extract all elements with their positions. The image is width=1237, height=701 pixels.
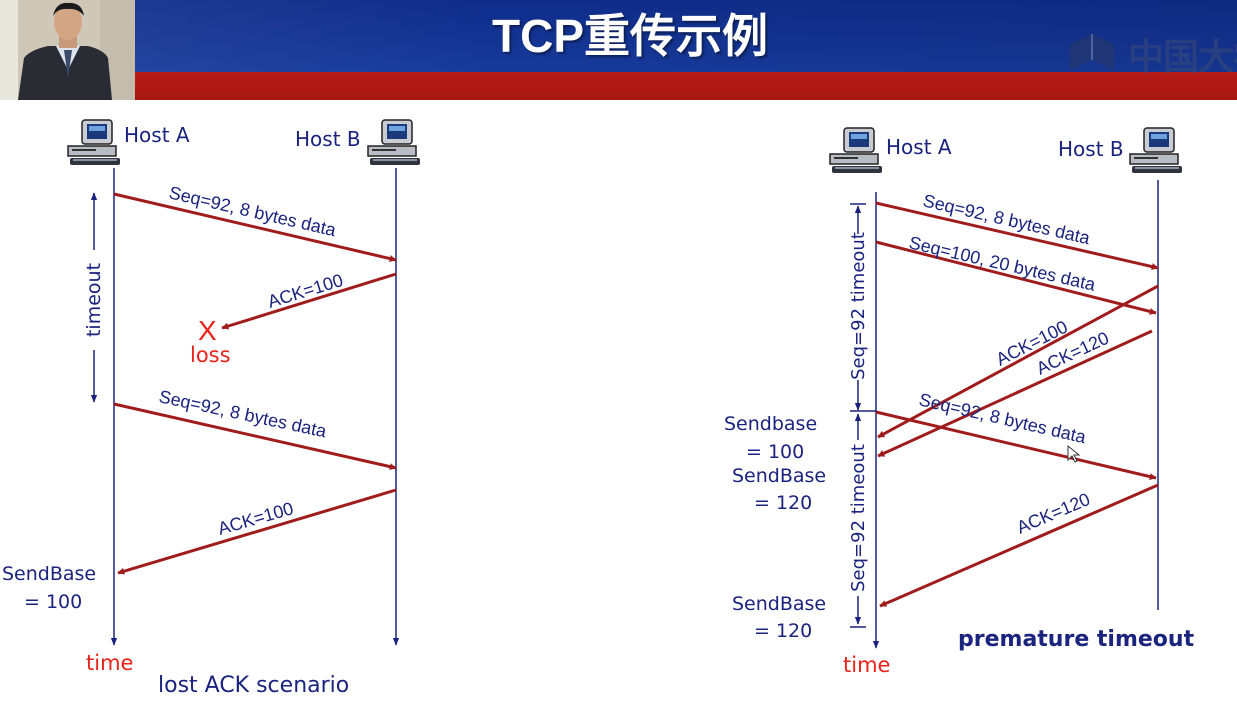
- slide-header: TCP重传示例 中国大学: [0, 0, 1237, 100]
- mouse-cursor-icon: [1067, 444, 1081, 463]
- right-seg2-arrow: [875, 240, 1157, 315]
- right-seg1-arrow: [875, 201, 1159, 270]
- right-sendbase-b-value: = 120: [754, 492, 812, 514]
- right-ack1-arrow: [877, 284, 1159, 439]
- right-scenario: Host A Host B Seq=92 timeout Seq=92 time…: [724, 127, 1195, 677]
- left-timeout-label: timeout: [83, 263, 105, 337]
- right-timeout2-label: Seq=92 timeout: [848, 444, 869, 592]
- right-host-a-label: Host A: [886, 135, 952, 159]
- right-host-a-computer-icon: [829, 127, 883, 174]
- left-loss-label: loss: [190, 343, 231, 367]
- right-ack3-arrow: [879, 483, 1159, 608]
- left-ack1-arrow: [221, 272, 397, 330]
- right-sendbase-c-label: SendBase: [732, 593, 826, 615]
- left-seg1-arrow: [113, 192, 397, 262]
- left-host-b-label: Host B: [295, 127, 361, 151]
- logo-text: 中国大学: [1128, 37, 1237, 78]
- left-seg2-arrow: [113, 402, 397, 471]
- presenter-webcam: [0, 0, 135, 100]
- right-ack2-arrow: [877, 329, 1153, 458]
- presenter-image: [0, 0, 135, 100]
- right-sendbase-b-label: SendBase: [732, 465, 826, 487]
- slide-title: TCP重传示例: [492, 10, 768, 62]
- right-seg3-arrow: [875, 410, 1157, 480]
- right-time-label: time: [843, 653, 890, 677]
- right-sendbase-c-value: = 120: [754, 620, 812, 642]
- left-ack1-label: ACK=100: [265, 270, 345, 312]
- header-shade: [0, 0, 1237, 72]
- right-host-b-computer-icon: [1129, 127, 1183, 174]
- right-sendbase-a-value: = 100: [746, 441, 804, 463]
- left-sendbase-value: = 100: [24, 591, 82, 613]
- left-ack2-arrow: [117, 488, 397, 575]
- left-host-a-label: Host A: [124, 123, 190, 147]
- left-time-label: time: [86, 651, 133, 675]
- right-caption: premature timeout: [958, 627, 1195, 652]
- left-loss-x-icon: X: [198, 315, 217, 346]
- left-host-a-computer-icon: [67, 119, 121, 166]
- left-sendbase-label: SendBase: [2, 563, 96, 585]
- university-logo: [1070, 34, 1114, 70]
- left-caption: lost ACK scenario: [158, 673, 349, 698]
- right-host-b-label: Host B: [1058, 137, 1124, 161]
- right-timeout1-label: Seq=92 timeout: [848, 232, 869, 380]
- right-sendbase-a-label: Sendbase: [724, 413, 817, 435]
- left-scenario: Host A Host B timeout Seq=92, 8 bytes da…: [2, 119, 421, 698]
- left-host-b-computer-icon: [367, 119, 421, 166]
